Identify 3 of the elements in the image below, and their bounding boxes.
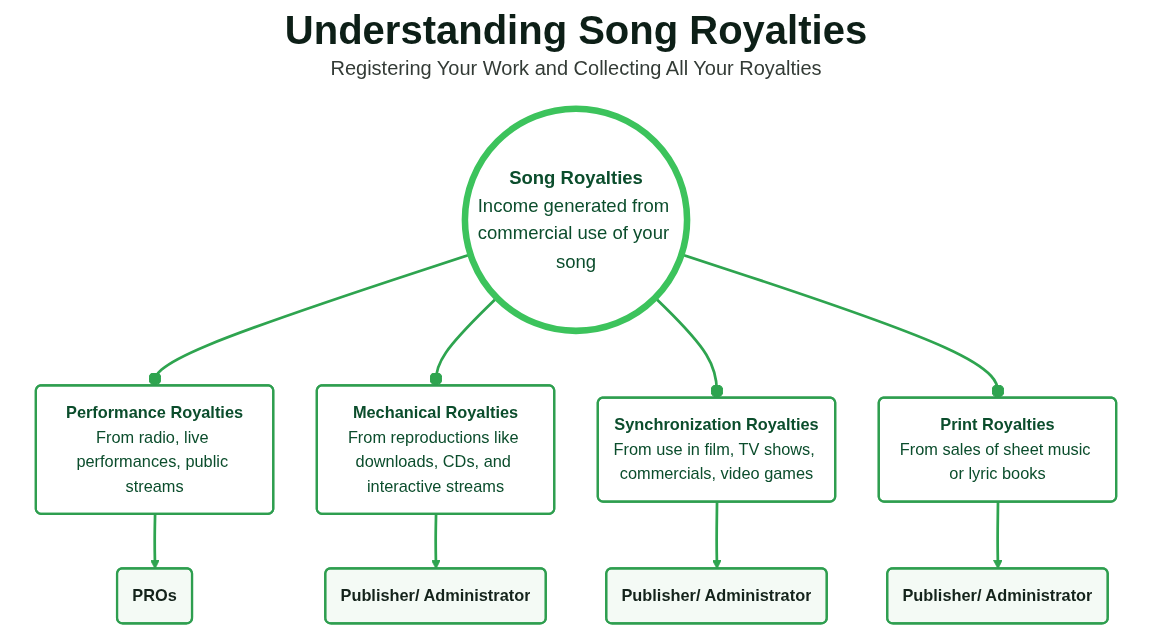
subtitle: Registering Your Work and Collecting All Your Royalties <box>330 57 822 80</box>
node-circle: Song Royalties Income generated from commercial use of your song <box>461 105 691 335</box>
title: Understanding Song Royalties <box>284 8 868 53</box>
